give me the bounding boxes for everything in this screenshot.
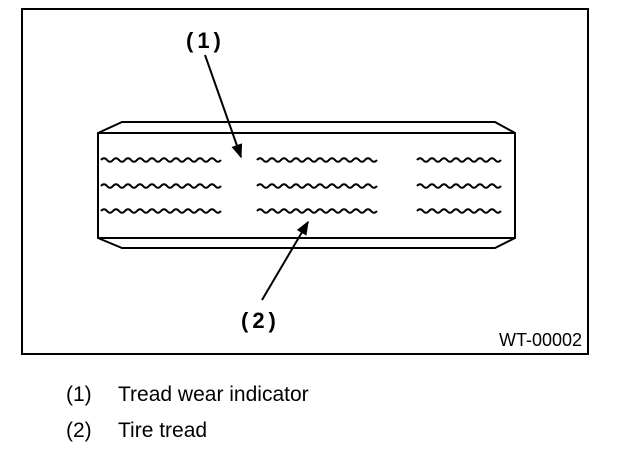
tread-grooves — [100, 157, 502, 214]
tread-groove-line — [100, 157, 222, 163]
tread-groove-line — [256, 183, 378, 189]
legend-label: Tire tread — [118, 419, 208, 442]
tread-groove-line — [256, 157, 378, 163]
callout-2-label: (2) — [241, 308, 280, 333]
tire-body — [97, 121, 516, 249]
callout-2-arrow — [261, 220, 309, 301]
tread-groove-line — [256, 208, 378, 214]
legend-item-tire-tread: (2) Tire tread — [66, 416, 566, 452]
tread-groove-line — [100, 208, 222, 214]
figure-frame — [21, 8, 589, 355]
callout-1-arrow — [204, 54, 243, 159]
legend-number: (2) — [66, 419, 92, 442]
legend: (1) Tread wear indicator (2) Tire tread — [66, 380, 566, 452]
tread-groove-line — [100, 183, 222, 189]
figure-code: WT-00002 — [499, 330, 582, 350]
tread-groove-line — [416, 157, 502, 163]
tread-groove-line — [416, 183, 502, 189]
legend-item-tread-wear-indicator: (1) Tread wear indicator — [66, 380, 566, 416]
tread-groove-line — [416, 208, 502, 214]
legend-number: (1) — [66, 383, 92, 406]
callout-1-label: (1) — [186, 28, 225, 53]
legend-label: Tread wear indicator — [118, 383, 309, 406]
